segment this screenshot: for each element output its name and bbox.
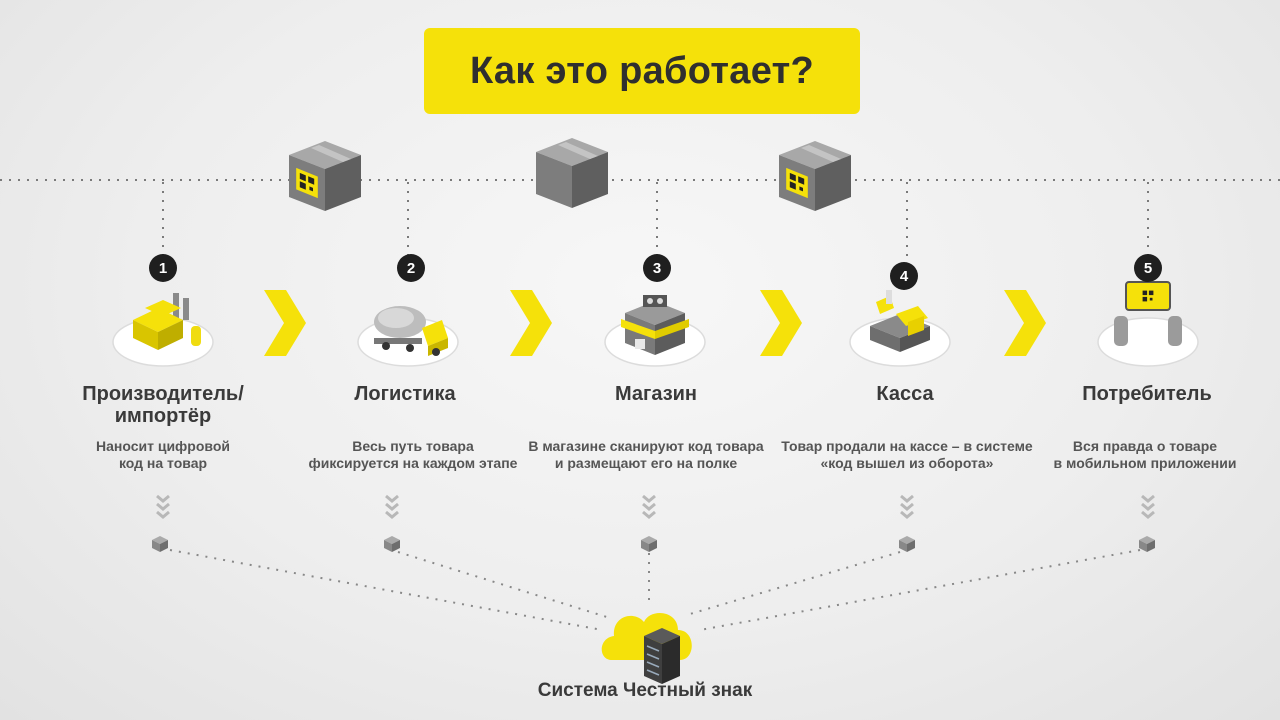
cash-register-icon [870,290,930,352]
stage-description: Весь путь товара фиксируется на каждом э… [308,438,518,471]
truck-icon [374,306,448,356]
chevron-down-icon [1141,494,1155,519]
stage-name: Магазин [614,383,698,405]
stage-description: Товар продали на кассе – в системе «код … [781,438,1033,471]
stage-name: Потребитель [1082,383,1212,405]
step-number-badge: 4 [890,262,918,290]
step-number-badge: 1 [149,254,177,282]
chevron-down-icon [385,494,399,519]
stage-description: В магазине сканируют код товара и размещ… [528,438,764,471]
chevron-right-icon [1004,290,1046,356]
smartphone-icon [1114,281,1182,346]
stage-description: Вся правда о товаре в мобильном приложен… [1053,438,1237,471]
flow-arrows [264,290,1046,356]
chevron-down-icon [900,494,914,519]
chevron-down-icon [156,494,170,519]
system-label: Система Честный знак [537,680,753,701]
box-icon [779,141,851,211]
system-links [169,549,1141,631]
chevron-right-icon [264,290,306,356]
stage-name: Производитель/ импортёр [82,383,244,427]
factory-icon [133,293,201,350]
title-banner: Как это работает? [424,28,860,114]
box-icon [536,138,608,208]
box-icon [289,141,361,211]
chevron-right-icon [510,290,552,356]
down-arrows [156,494,1155,519]
page-title: Как это работает? [469,49,815,92]
stage-description: Наносит цифровой код на товар [95,438,230,471]
chevron-down-icon [642,494,656,519]
stage-name: Касса [876,383,934,405]
store-icon [621,295,689,355]
stage-name: Логистика [354,383,456,405]
chevron-right-icon [760,290,802,356]
cloud-server-icon [601,612,692,684]
step-number-badge: 5 [1134,254,1162,282]
node-cubes [152,536,1155,552]
step-number-badge: 3 [643,254,671,282]
stage-connectors [162,182,1149,262]
step-number-badge: 2 [397,254,425,282]
